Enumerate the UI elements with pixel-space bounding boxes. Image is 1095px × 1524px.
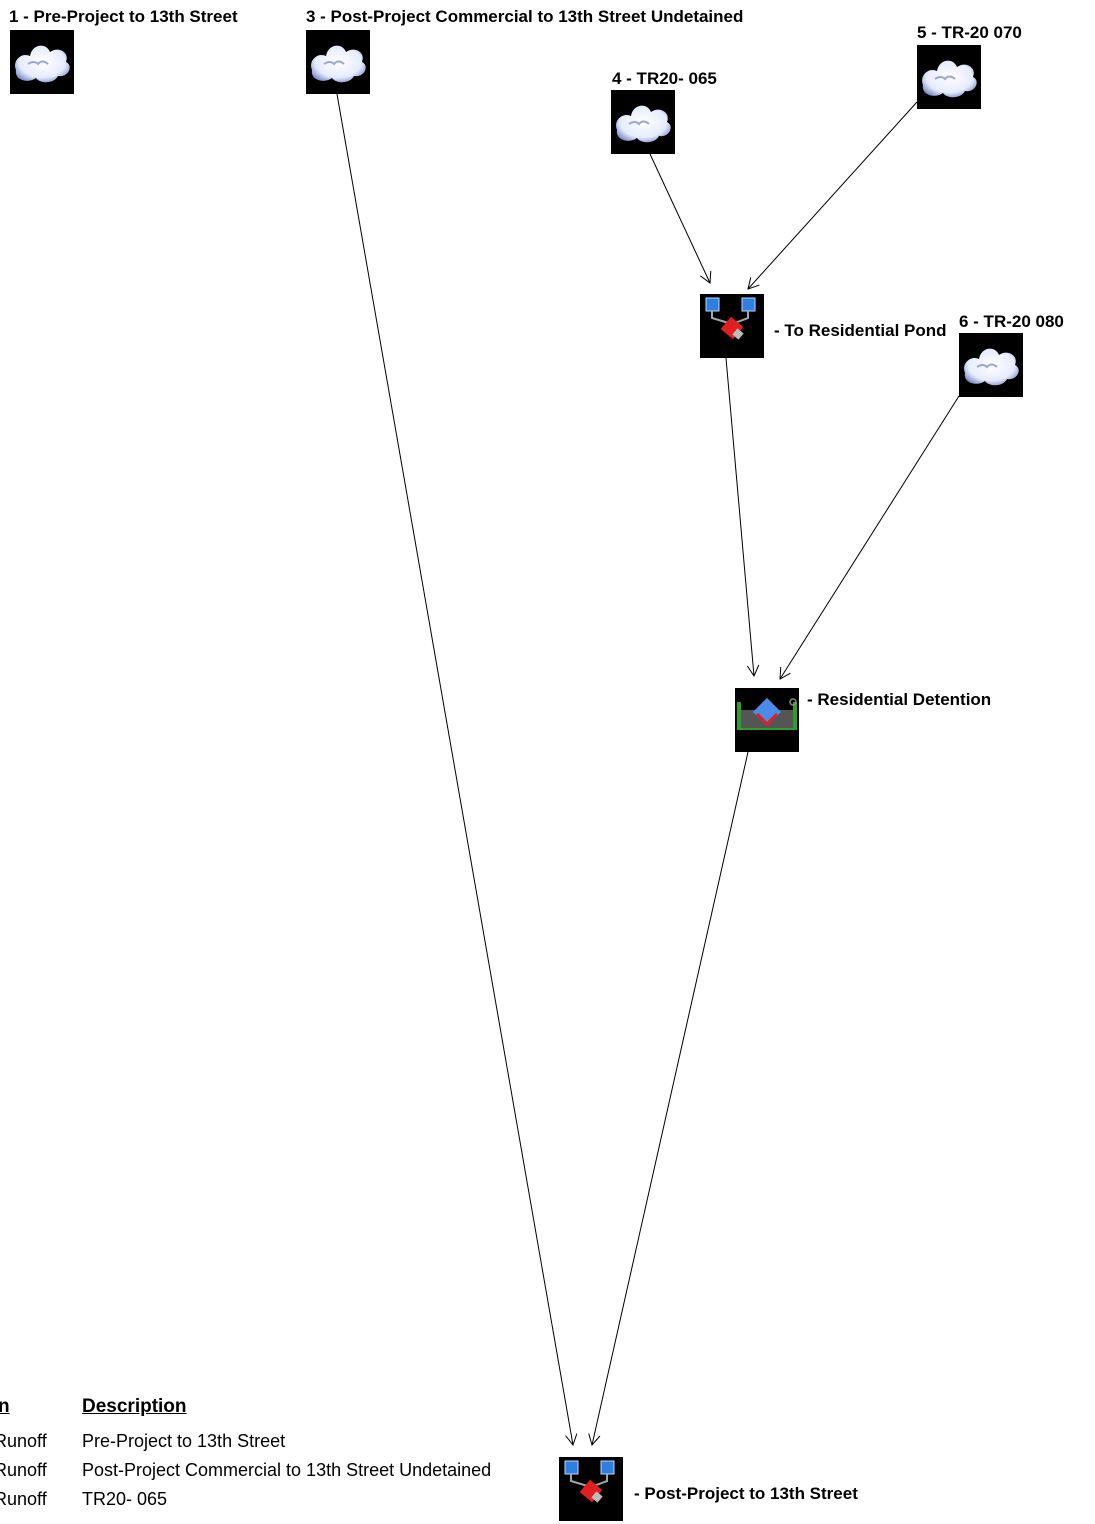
flow-arrow — [588, 751, 749, 1447]
flow-arrow — [725, 357, 760, 678]
pond-icon[interactable] — [735, 688, 799, 752]
subcatchment-icon[interactable] — [611, 90, 675, 154]
legend-type-header: n — [0, 1396, 10, 1417]
legend-row-description: Pre-Project to 13th Street — [82, 1431, 286, 1451]
legend-row: Runoff TR20- 065 — [0, 1489, 700, 1513]
legend-row-description: TR20- 065 — [82, 1489, 168, 1509]
flow-arrow — [747, 101, 918, 290]
flow-arrow — [649, 153, 712, 284]
node-label-8: - Residential Detention — [807, 690, 992, 709]
subcatchment-icon[interactable] — [917, 45, 981, 109]
flow-arrow — [779, 395, 960, 680]
node-label-7: - To Residential Pond — [774, 321, 947, 340]
node-label-5: 5 - TR-20 070 — [917, 23, 1022, 42]
node-label-1: 1 - Pre-Project to 13th Street — [9, 7, 238, 26]
subcatchment-icon[interactable] — [306, 30, 370, 94]
flow-arrow — [336, 93, 578, 1447]
link-node-icon[interactable] — [700, 294, 764, 358]
legend-row-type: Runoff — [0, 1431, 47, 1451]
subcatchment-icon[interactable] — [10, 30, 74, 94]
node-label-3: 3 - Post-Project Commercial to 13th Stre… — [306, 7, 744, 26]
legend-row-type: Runoff — [0, 1489, 47, 1509]
legend-row: Runoff Post-Project Commercial to 13th S… — [0, 1460, 700, 1484]
legend-row: Runoff Pre-Project to 13th Street — [0, 1431, 700, 1455]
node-label-6: 6 - TR-20 080 — [959, 312, 1064, 331]
node-label-9: - Post-Project to 13th Street — [634, 1484, 858, 1503]
legend-row-description: Post-Project Commercial to 13th Street U… — [82, 1460, 492, 1480]
node-label-4: 4 - TR20- 065 — [612, 69, 717, 88]
subcatchment-icon[interactable] — [959, 333, 1023, 397]
legend-description-header: Description — [82, 1396, 187, 1417]
link-node-icon[interactable] — [559, 1457, 623, 1521]
legend-row-type: Runoff — [0, 1460, 47, 1480]
